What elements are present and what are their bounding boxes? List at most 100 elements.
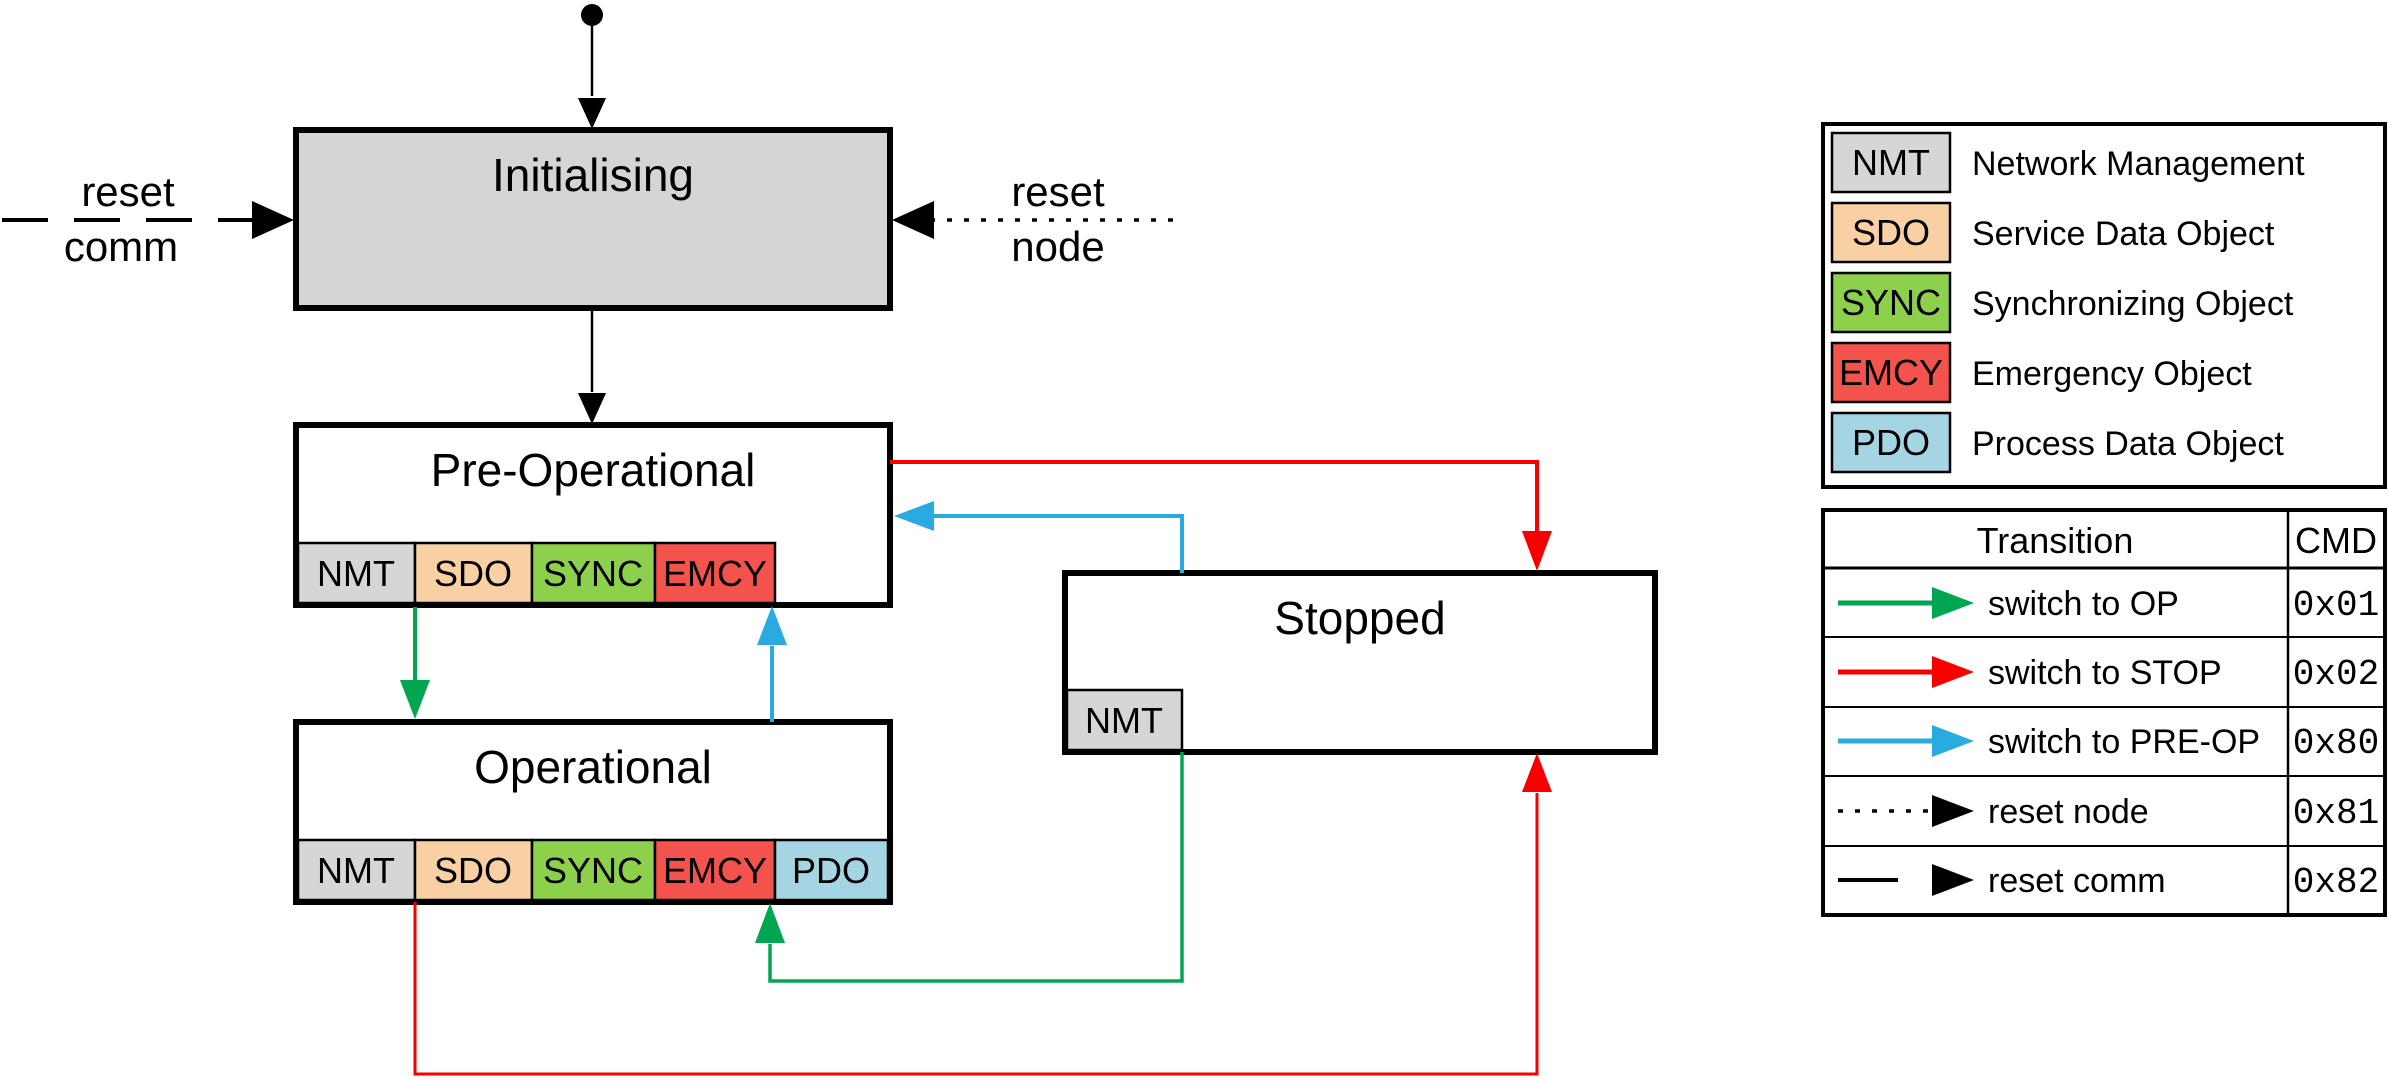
op-to-preop-arrow bbox=[757, 606, 787, 722]
reset-comm-arrow: reset comm bbox=[2, 168, 294, 270]
tag-preop-emcy bbox=[653, 541, 777, 605]
preop-to-op-arrow bbox=[400, 607, 430, 719]
legend-chip-pdo-label: PDO bbox=[1852, 422, 1930, 463]
cmd-header-label: CMD bbox=[2295, 520, 2377, 561]
state-stopped-box bbox=[1062, 570, 1658, 755]
cmd-value: 0x01 bbox=[2293, 585, 2379, 626]
tag-preop-sdo bbox=[413, 541, 534, 605]
tag-stopped-nmt bbox=[1065, 688, 1184, 752]
black-dashed-arrowhead-icon bbox=[1932, 864, 1974, 896]
op-to-stopped-arrow bbox=[413, 753, 1552, 1076]
transition-row-reset-node: reset node 0x81 bbox=[1838, 793, 2379, 834]
legend-chip-emcy bbox=[1830, 341, 1952, 404]
red-solid-arrowhead-icon bbox=[1932, 656, 1974, 688]
green-solid-arrowhead-icon bbox=[1932, 587, 1974, 619]
transition-row-switch-to-preop: switch to PRE-OP 0x80 bbox=[1838, 723, 2379, 764]
state-pre-operational: Pre-Operational NMT SDO SYNC EMCY bbox=[293, 422, 893, 608]
reset-node-arrow: reset node bbox=[892, 168, 1183, 270]
initial-state-dot bbox=[581, 4, 603, 26]
op-to-preop-arrowhead-icon bbox=[757, 606, 787, 645]
preop-to-op-arrowhead-icon bbox=[400, 680, 430, 719]
legend-desc-nmt: Network Management bbox=[1972, 145, 2305, 183]
tag-preop-sync-label: SYNC bbox=[543, 553, 643, 594]
legend-chip-emcy-label: EMCY bbox=[1839, 352, 1943, 393]
legend-chip-sync-label: SYNC bbox=[1841, 282, 1941, 323]
legend-row-nmt: NMT Network Management bbox=[1830, 131, 2305, 194]
cmd-value: 0x02 bbox=[2293, 654, 2379, 695]
state-operational-label: Operational bbox=[474, 741, 712, 793]
tag-preop-sdo-label: SDO bbox=[434, 553, 512, 594]
transition-header-label: Transition bbox=[1977, 520, 2134, 561]
state-stopped-label: Stopped bbox=[1274, 592, 1445, 644]
reset-comm-arrowhead-icon bbox=[252, 201, 294, 239]
legend-row-sdo: SDO Service Data Object bbox=[1830, 201, 2275, 264]
legend-row-emcy: EMCY Emergency Object bbox=[1830, 341, 2252, 404]
tag-preop-emcy-label: EMCY bbox=[663, 553, 767, 594]
legend-chip-nmt bbox=[1830, 131, 1952, 194]
transition-label: reset node bbox=[1988, 793, 2149, 831]
state-initialising-label: Initialising bbox=[492, 149, 694, 201]
tag-stopped-nmt-label: NMT bbox=[1085, 700, 1163, 741]
preop-to-stopped-line bbox=[890, 460, 1539, 532]
tag-op-nmt bbox=[296, 838, 417, 902]
transition-row-switch-to-stop: switch to STOP 0x02 bbox=[1838, 654, 2379, 695]
stopped-to-preop-line bbox=[933, 514, 1184, 573]
stopped-to-op-line bbox=[768, 752, 1184, 983]
transition-label: switch to STOP bbox=[1988, 654, 2222, 692]
state-operational: Operational NMT SDO SYNC EMCY PDO bbox=[293, 719, 893, 905]
op-to-stopped-line bbox=[413, 793, 1539, 1076]
tag-op-sdo bbox=[413, 838, 534, 902]
transition-table: Transition CMD switch to OP 0x01 switch … bbox=[1821, 508, 2387, 917]
state-stopped: Stopped NMT bbox=[1062, 570, 1658, 755]
state-initialising: Initialising bbox=[293, 127, 893, 311]
stopped-to-op-arrowhead-icon bbox=[755, 903, 785, 943]
preop-to-stopped-arrowhead-icon bbox=[1522, 531, 1552, 571]
tag-preop-nmt bbox=[296, 541, 417, 605]
legend-row-pdo: PDO Process Data Object bbox=[1830, 411, 2284, 474]
tag-op-sdo-label: SDO bbox=[434, 850, 512, 891]
stopped-to-op-arrow bbox=[755, 752, 1184, 983]
transition-row-switch-to-op: switch to OP 0x01 bbox=[1838, 585, 2379, 626]
reset-node-label-top: reset bbox=[1011, 168, 1105, 215]
reset-node-label-bottom: node bbox=[1011, 223, 1104, 270]
stopped-to-preop-arrowhead-icon bbox=[894, 501, 934, 531]
state-pre-operational-label: Pre-Operational bbox=[431, 444, 756, 496]
tag-op-nmt-label: NMT bbox=[317, 850, 395, 891]
start-arrowhead-icon bbox=[578, 98, 606, 129]
reset-comm-label-bottom: comm bbox=[64, 223, 178, 270]
tag-op-emcy bbox=[653, 838, 777, 902]
legend-chip-sync bbox=[1830, 271, 1952, 334]
legend-chip-pdo bbox=[1830, 411, 1952, 474]
transition-label: switch to OP bbox=[1988, 585, 2179, 623]
legend-chip-nmt-label: NMT bbox=[1852, 142, 1930, 183]
legend-table: NMT Network Management SDO Service Data … bbox=[1821, 122, 2387, 489]
legend-desc-emcy: Emergency Object bbox=[1972, 355, 2252, 393]
legend-chip-sdo-label: SDO bbox=[1852, 212, 1930, 253]
tag-op-pdo bbox=[773, 838, 890, 902]
legend-desc-sdo: Service Data Object bbox=[1972, 215, 2275, 253]
init-to-preop-arrowhead-icon bbox=[578, 393, 606, 424]
transition-label: reset comm bbox=[1988, 862, 2166, 900]
cmd-value: 0x81 bbox=[2293, 793, 2379, 834]
cmd-value: 0x82 bbox=[2293, 862, 2379, 903]
transition-table-border bbox=[1821, 508, 2387, 917]
tag-op-sync-label: SYNC bbox=[543, 850, 643, 891]
tag-op-emcy-label: EMCY bbox=[663, 850, 767, 891]
transition-table-header: Transition CMD bbox=[1977, 520, 2377, 561]
legend-desc-pdo: Process Data Object bbox=[1972, 425, 2284, 463]
preop-to-stopped-arrow bbox=[890, 460, 1552, 571]
transition-row-reset-comm: reset comm 0x82 bbox=[1838, 862, 2379, 903]
black-dotted-arrowhead-icon bbox=[1932, 795, 1974, 827]
legend-row-sync: SYNC Synchronizing Object bbox=[1830, 271, 2294, 334]
cmd-value: 0x80 bbox=[2293, 723, 2379, 764]
transition-label: switch to PRE-OP bbox=[1988, 723, 2260, 761]
tag-op-pdo-label: PDO bbox=[792, 850, 870, 891]
reset-comm-label-top: reset bbox=[81, 168, 175, 215]
tag-preop-nmt-label: NMT bbox=[317, 553, 395, 594]
legend-desc-sync: Synchronizing Object bbox=[1972, 285, 2294, 323]
blue-solid-arrowhead-icon bbox=[1932, 725, 1974, 757]
legend-chip-sdo bbox=[1830, 201, 1952, 264]
op-to-stopped-arrowhead-icon bbox=[1522, 753, 1552, 792]
